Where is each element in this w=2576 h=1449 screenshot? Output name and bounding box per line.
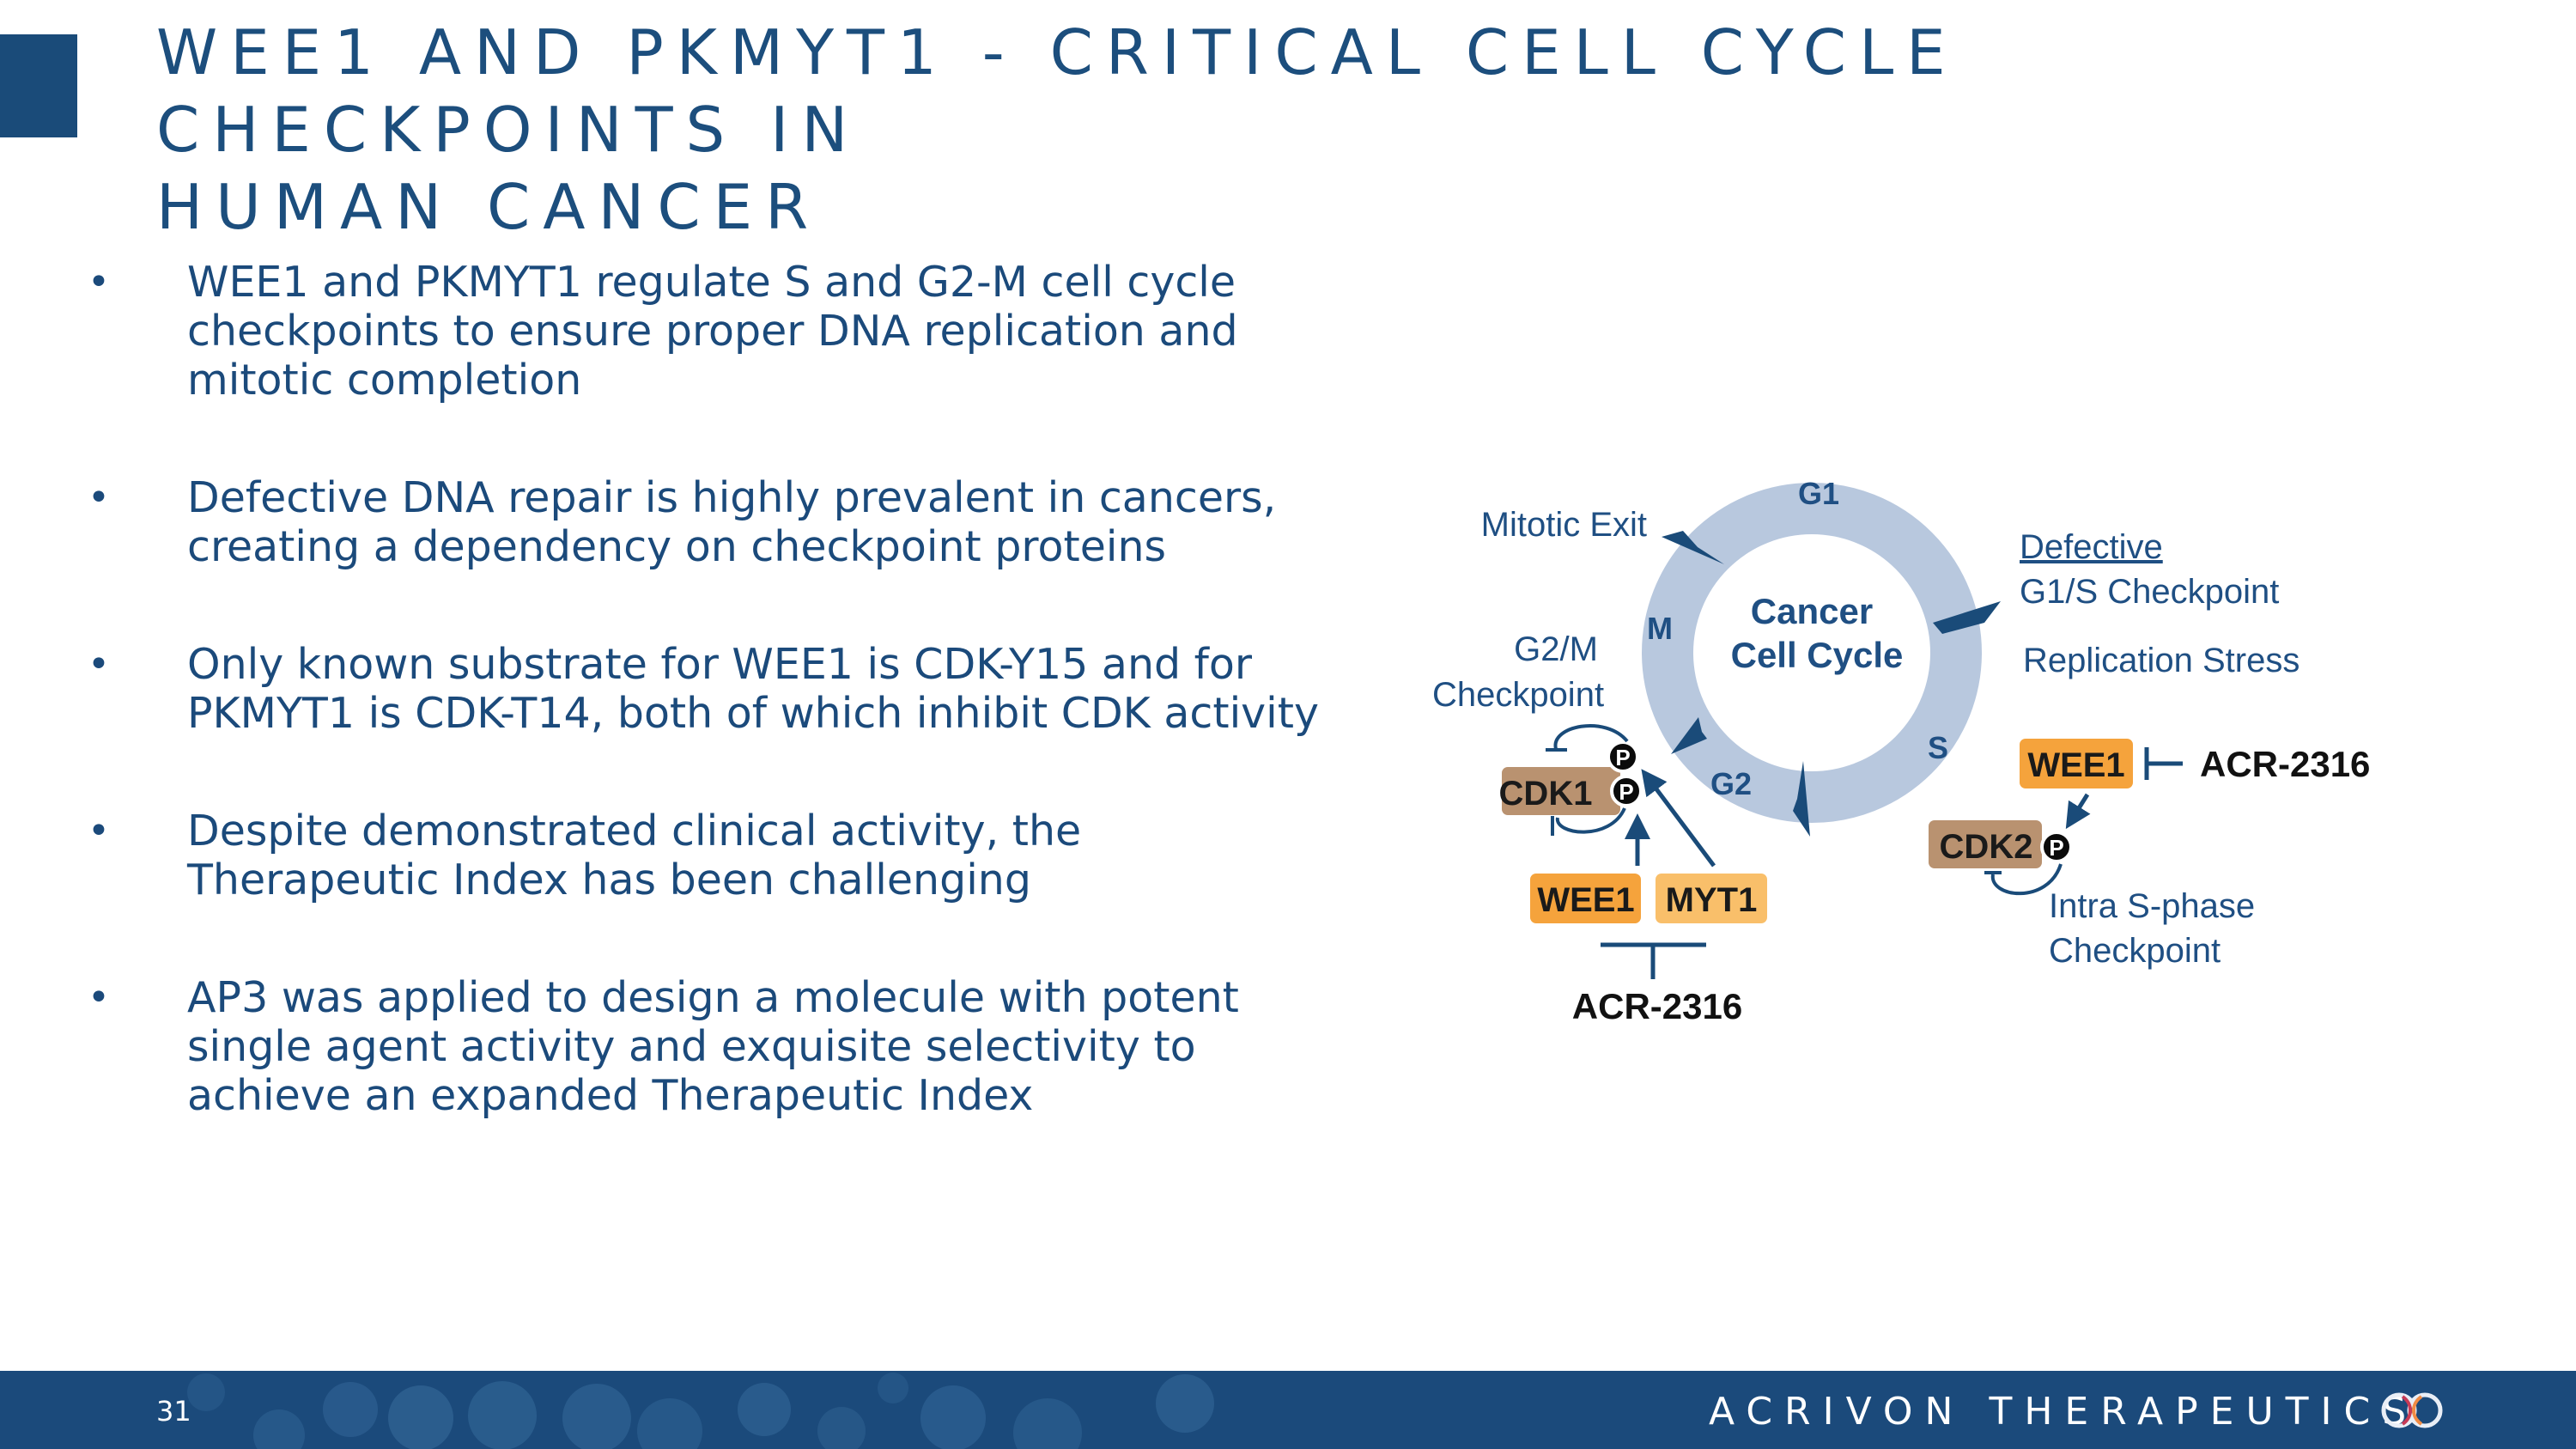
g1s-checkpoint-label: G1/S Checkpoint xyxy=(2020,573,2279,611)
cell-cycle-diagram: G1 S G2 M Cancer Cell Cycle Mitotic Exit… xyxy=(1408,447,2421,1048)
acr-left-label: ACR-2316 xyxy=(1572,986,1742,1026)
cdk1-phospho-top-label: P xyxy=(1615,745,1630,770)
cdk1-bottom-inhibition-loop-icon xyxy=(1551,807,1626,836)
myt1-to-cdk1-arrow xyxy=(1641,769,1716,868)
phase-s: S xyxy=(1928,730,1948,765)
phase-g1: G1 xyxy=(1798,476,1839,511)
bullet-item: • AP3 was applied to design a molecule wi… xyxy=(86,973,1340,1120)
acr-right-inhibition-icon xyxy=(2144,747,2183,780)
bullet-dot: • xyxy=(88,642,110,686)
myt1-label: MYT1 xyxy=(1666,881,1758,919)
slide-title-line-1: WEE1 AND PKMYT1 - CRITICAL CELL CYCLE CH… xyxy=(156,16,1959,166)
bullet-text: Only known substrate for WEE1 is CDK-Y15… xyxy=(187,640,1319,738)
s-g2-arrow-icon xyxy=(1793,761,1810,837)
slide-title-line-2: HUMAN CANCER xyxy=(156,171,822,243)
bullet-dot: • xyxy=(88,260,110,304)
cdk2-inhibition-loop-icon xyxy=(1984,863,2063,896)
bullet-dot: • xyxy=(88,809,110,853)
cdk2-phospho-label: P xyxy=(2049,835,2063,861)
wee1-right-label: WEE1 xyxy=(2027,746,2124,784)
bullet-item: • Despite demonstrated clinical activity,… xyxy=(86,807,1340,904)
mitotic-exit-label: Mitotic Exit xyxy=(1481,506,1647,544)
g1-s-arrow-icon xyxy=(1933,601,2001,634)
title-accent-bar xyxy=(0,34,77,137)
bullet-item: • WEE1 and PKMYT1 regulate S and G2-M cel… xyxy=(86,258,1340,405)
bullet-text: Defective DNA repair is highly prevalent… xyxy=(187,473,1277,571)
g2m-checkpoint-line-2: Checkpoint xyxy=(1432,676,1604,714)
cycle-center-line-2: Cell Cycle xyxy=(1731,635,1904,675)
bullet-text: WEE1 and PKMYT1 regulate S and G2-M cell… xyxy=(187,258,1238,405)
g2m-checkpoint-line-1: G2/M xyxy=(1514,630,1598,668)
bullet-text: Despite demonstrated clinical activity, … xyxy=(187,807,1082,904)
cdk2-label: CDK2 xyxy=(1940,828,2033,866)
wee1-left-label: WEE1 xyxy=(1537,881,1634,919)
acr-right-label: ACR-2316 xyxy=(2200,744,2370,784)
g2-m-arrow-icon xyxy=(1671,717,1707,754)
intra-s-checkpoint-line-1: Intra S-phase xyxy=(2049,887,2255,925)
acrivon-logo-icon xyxy=(2381,1392,2443,1428)
footer-bar: 31 ACRIVON THERAPEUTICS xyxy=(0,1371,2576,1449)
page-number: 31 xyxy=(156,1395,191,1428)
cdk1-phospho-bottom-label: P xyxy=(1619,779,1633,805)
defective-label: Defective xyxy=(2020,528,2163,566)
cdk1-top-inhibition-loop-icon xyxy=(1546,723,1629,752)
myt1-box xyxy=(1656,874,1767,923)
bullet-dot: • xyxy=(88,476,110,520)
wee1-right-box xyxy=(2020,739,2133,788)
bullet-dot: • xyxy=(88,976,110,1020)
footer-bubbles-decoration xyxy=(187,1373,1214,1449)
slide-title: WEE1 AND PKMYT1 - CRITICAL CELL CYCLE CH… xyxy=(156,14,2543,246)
intra-s-checkpoint-line-2: Checkpoint xyxy=(2049,932,2221,970)
cell-cycle-ring xyxy=(1642,483,1982,823)
cdk2-box xyxy=(1929,820,2042,868)
cdk1-phospho-bottom-icon xyxy=(1610,775,1643,807)
bullet-item: • Defective DNA repair is highly prevalen… xyxy=(86,473,1340,571)
cdk1-phospho-top-icon xyxy=(1607,740,1639,773)
acr-left-inhibition-icon xyxy=(1601,942,1706,979)
cdk2-phospho-icon xyxy=(2040,831,2073,863)
wee1-left-box xyxy=(1530,874,1641,923)
company-name: ACRIVON THERAPEUTICS xyxy=(1709,1390,2419,1434)
phase-g2: G2 xyxy=(1710,766,1752,801)
bullet-text: AP3 was applied to design a molecule wit… xyxy=(187,973,1239,1120)
cdk1-label: CDK1 xyxy=(1499,775,1593,813)
cycle-center-line-1: Cancer xyxy=(1751,591,1873,631)
mitotic-exit-arrow-icon xyxy=(1662,531,1724,564)
bullet-list: • WEE1 and PKMYT1 regulate S and G2-M cel… xyxy=(86,258,1340,1189)
replication-stress-label: Replication Stress xyxy=(2023,642,2300,679)
bullet-item: • Only known substrate for WEE1 is CDK-Y1… xyxy=(86,640,1340,738)
cell-cycle-diagram-svg: G1 S G2 M Cancer Cell Cycle Mitotic Exit… xyxy=(1432,476,2370,1026)
wee1-to-cdk2-arrow xyxy=(2065,793,2091,830)
cdk1-box xyxy=(1502,767,1620,815)
phase-m: M xyxy=(1647,611,1673,646)
